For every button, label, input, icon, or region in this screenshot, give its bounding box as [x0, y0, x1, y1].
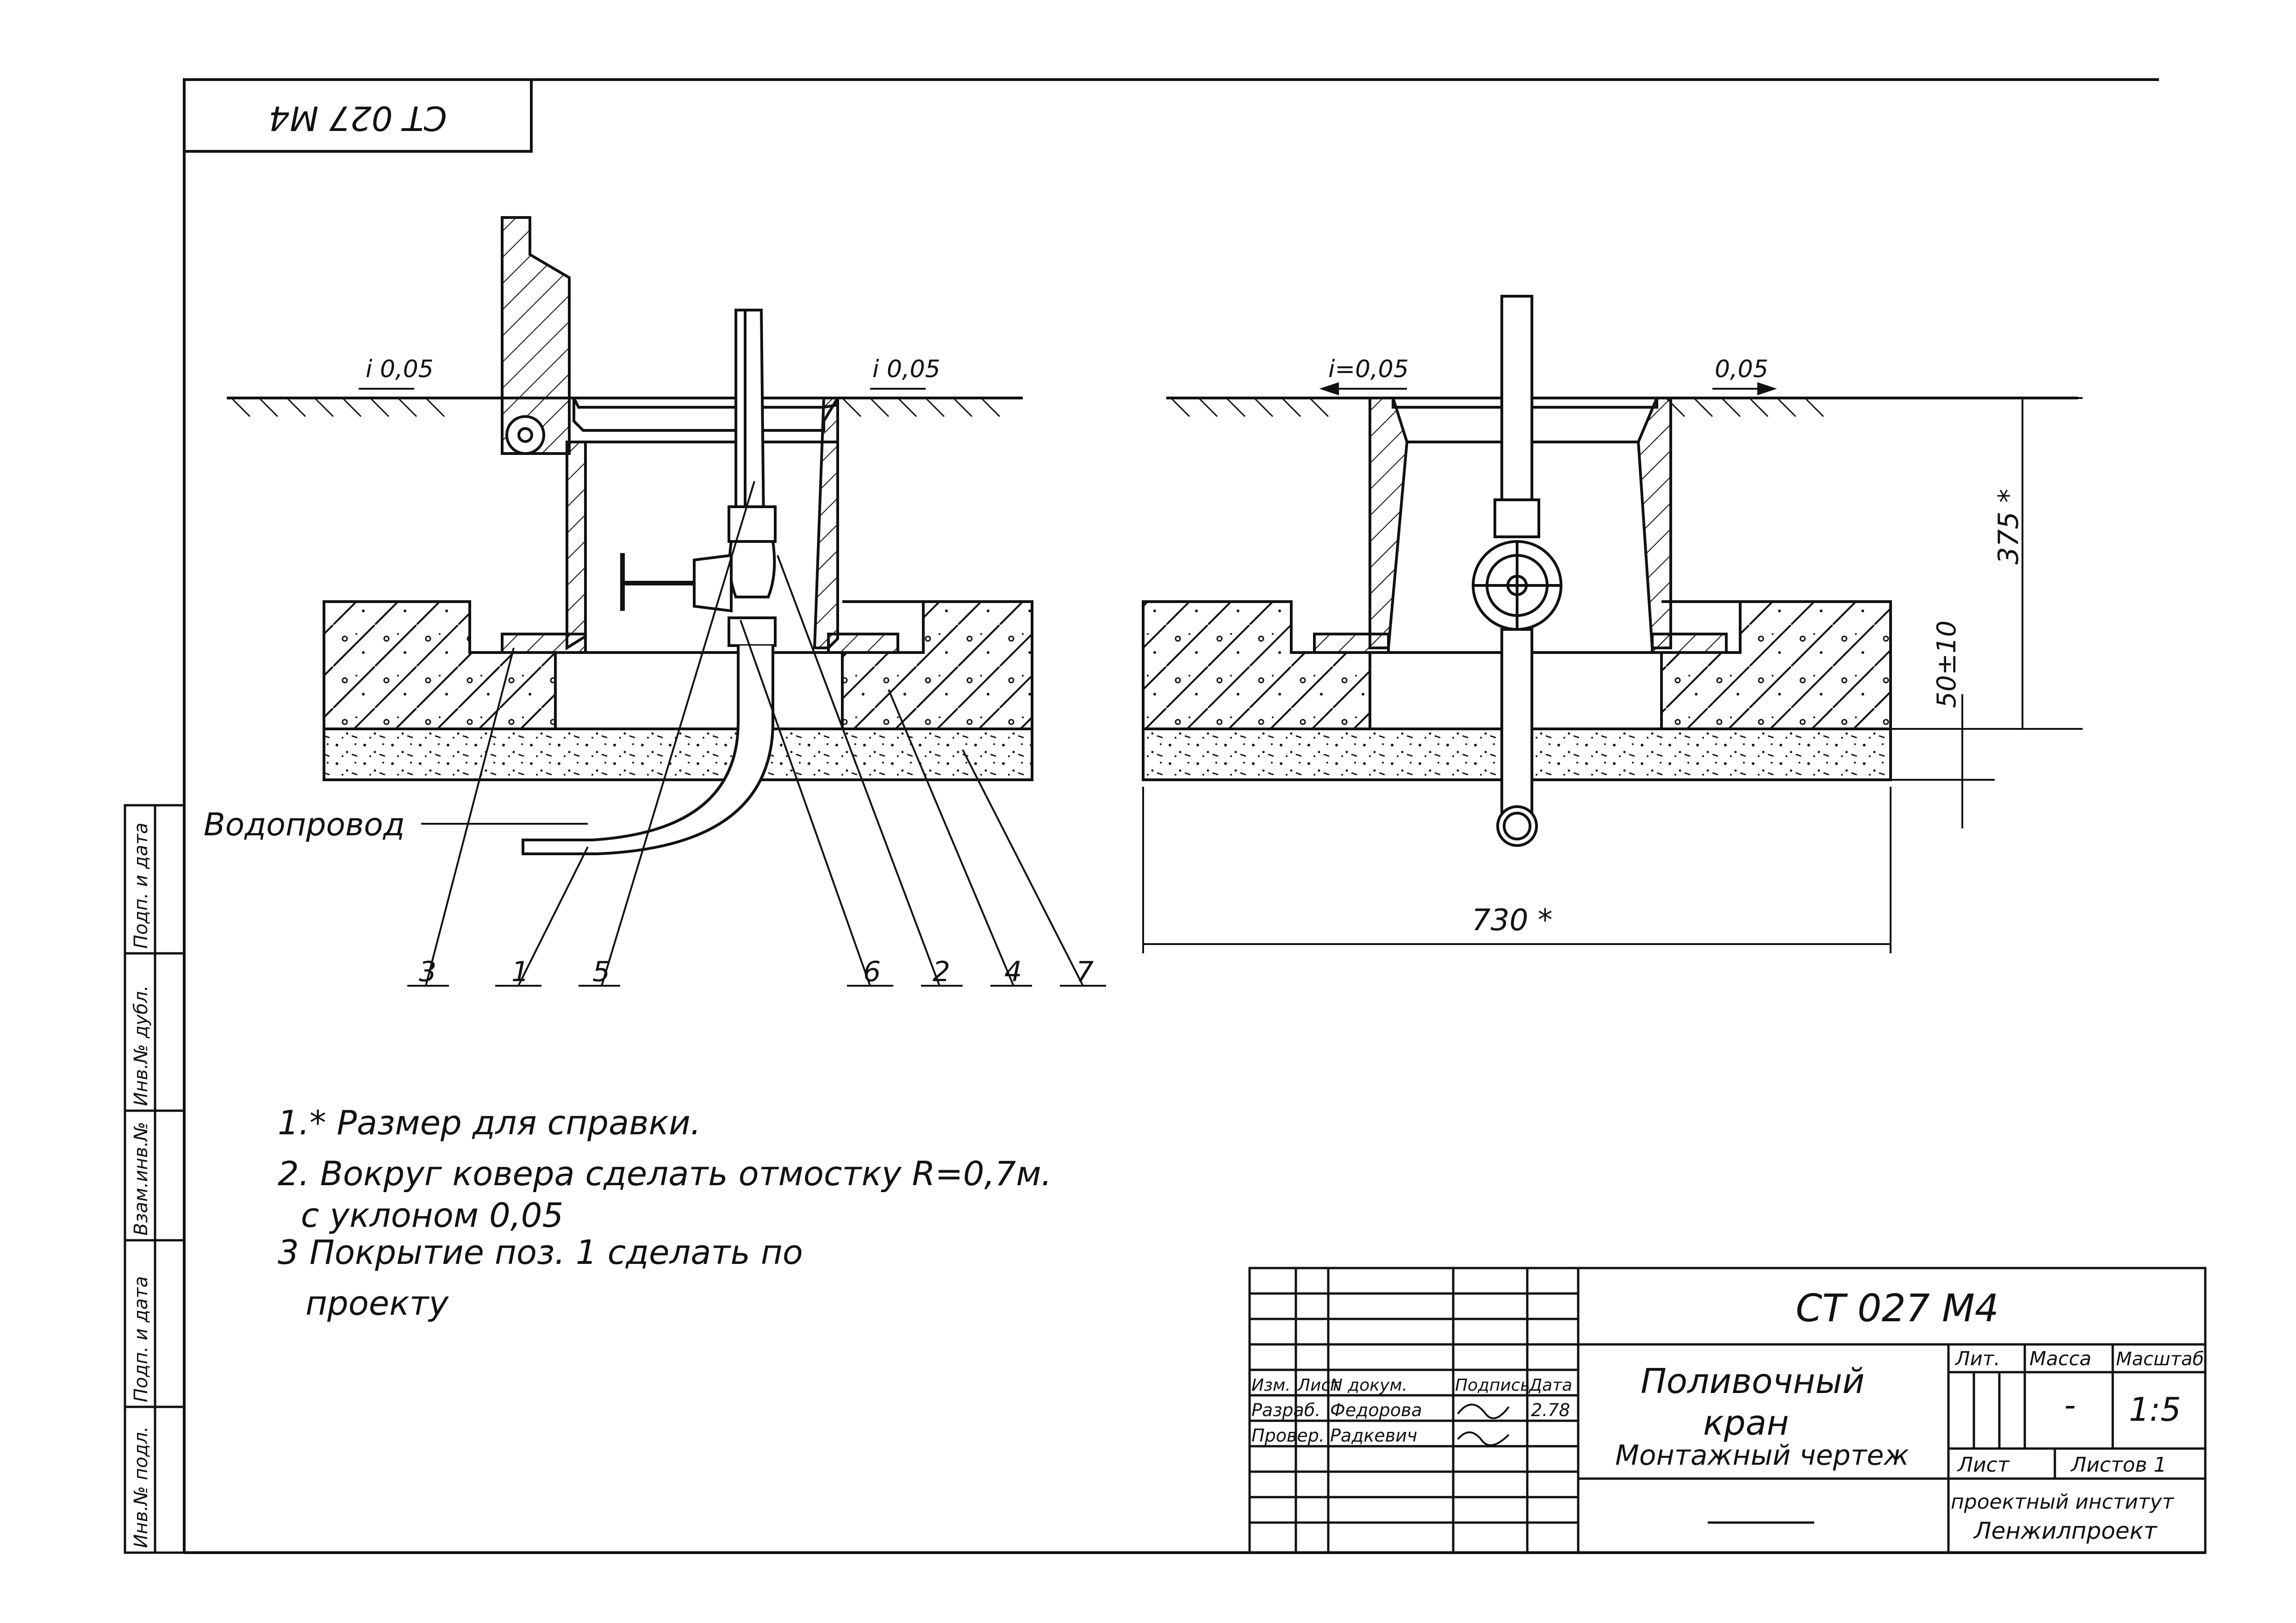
col-header-list: Лист	[1297, 1376, 1340, 1395]
title-block-subtitle: Монтажный чертеж	[1615, 1439, 1909, 1472]
note-1: 1.* Размер для справки.	[278, 1103, 701, 1142]
side-stamp-1: Инв.№ подл.	[131, 1426, 152, 1548]
callout-5: 5	[592, 956, 610, 988]
side-stamp-3: Взам.инв.№	[131, 1122, 152, 1236]
title-block-text: CT 027 M4 Поливочный кран Монтажный черт…	[1251, 1287, 2204, 1544]
slope-label-right-a: i=0,05	[1328, 355, 1409, 383]
dim-base: 50±10	[1932, 621, 1962, 708]
note-2: 2. Вокруг ковера сделать отмостку R=0,7м…	[278, 1154, 1052, 1193]
title-block	[1248, 1267, 2207, 1554]
row-role-1: Разраб.	[1251, 1400, 1320, 1420]
pipe-label: Водопровод	[204, 807, 405, 843]
callout-1: 1	[511, 956, 529, 988]
slope-label-right-b: 0,05	[1715, 355, 1768, 383]
signature-mark	[1457, 1404, 1510, 1446]
sheets-label: Листов 1	[2070, 1453, 2166, 1477]
dim-width: 730 *	[1472, 903, 1553, 938]
mass-label: Масса	[2029, 1347, 2091, 1370]
lit-label: Лит.	[1954, 1347, 2000, 1370]
sheet-label: Лист	[1957, 1453, 2010, 1477]
col-header-date: Дата	[1528, 1376, 1572, 1395]
side-stamp-2: Подп. и дата	[131, 1276, 152, 1402]
note-2-cont: с уклоном 0,05	[301, 1196, 564, 1235]
side-stamp-4: Инв.№ дубл.	[131, 985, 152, 1106]
right-section-view	[1142, 295, 2083, 953]
top-stamp-code: CT 027 M4	[268, 99, 447, 137]
row-name-1: Федорова	[1330, 1400, 1422, 1420]
col-header-izm: Изм.	[1251, 1376, 1291, 1395]
scale-label: Масштаб	[2116, 1349, 2204, 1370]
mass-value: -	[2064, 1386, 2076, 1424]
title-block-title: Поливочный	[1641, 1362, 1865, 1401]
side-stamp-labels: Инв.№ подл. Подп. и дата Взам.инв.№ Инв.…	[131, 823, 152, 1548]
note-3: 3 Покрытие поз. 1 сделать по	[278, 1233, 803, 1272]
dim-height: 375 *	[1992, 489, 2025, 565]
callout-2: 2	[933, 956, 950, 988]
callout-4: 4	[1004, 956, 1022, 988]
scale-value: 1:5	[2129, 1391, 2181, 1429]
col-header-sign: Подпись	[1455, 1376, 1530, 1395]
org-line-1: проектный институт	[1951, 1490, 2174, 1514]
callout-3: 3	[419, 956, 436, 988]
note-3-cont: проекту	[305, 1284, 449, 1323]
left-section-view	[227, 216, 1106, 987]
row-date-1: 2.78	[1531, 1400, 1570, 1420]
row-role-2: Провер.	[1251, 1425, 1325, 1446]
callout-labels: 3 1 5 6 2 4 7	[419, 956, 1094, 988]
title-block-code: CT 027 M4	[1796, 1287, 1999, 1331]
side-stamp-5: Подп. и дата	[131, 823, 152, 949]
side-stamp	[124, 804, 186, 1554]
row-name-2: Радкевич	[1330, 1425, 1417, 1446]
top-stamp: CT 027 M4	[183, 78, 533, 153]
title-block-title-2: кран	[1703, 1403, 1789, 1443]
sheet-frame	[183, 78, 2205, 1554]
col-header-doc: N докум.	[1330, 1376, 1407, 1395]
slope-label-left-b: i 0,05	[872, 355, 940, 383]
callout-6: 6	[863, 956, 881, 988]
slope-label-left-a: i 0,05	[366, 355, 434, 383]
org-line-2: Ленжилпроект	[1973, 1517, 2158, 1544]
callout-7: 7	[1076, 956, 1094, 988]
